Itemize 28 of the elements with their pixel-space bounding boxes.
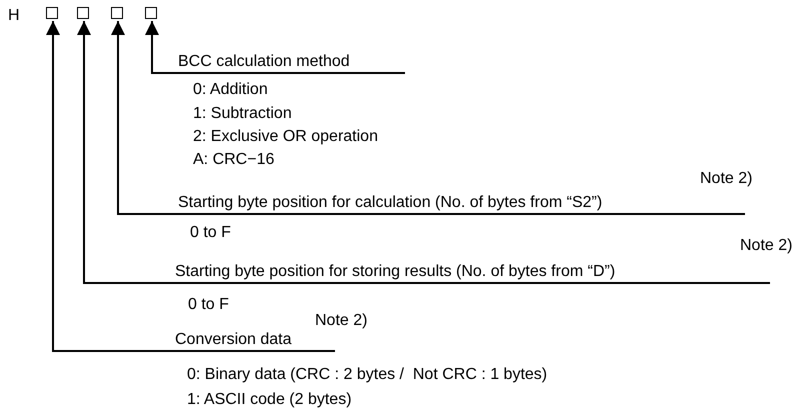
- digit-box: [46, 7, 58, 19]
- leader-arrow: [46, 21, 60, 351]
- note-reference: Note 2): [740, 237, 792, 255]
- digit-box: [77, 7, 89, 19]
- value-description: 0: Addition: [193, 81, 268, 99]
- value-description: 0 to F: [190, 224, 231, 242]
- leader-arrow: [145, 21, 159, 73]
- underlined-heading: [117, 195, 745, 215]
- leader-arrow: [77, 21, 91, 283]
- field-heading: Starting byte position for storing results (No. of bytes from “D”): [175, 263, 616, 281]
- value-description: 1: Subtraction: [193, 105, 292, 123]
- value-description: A: CRC−16: [193, 151, 274, 169]
- underlined-heading: [151, 54, 405, 74]
- value-description: 1: ASCII code (2 bytes): [187, 391, 352, 409]
- value-description: 0 to F: [188, 296, 229, 314]
- value-description: 2: Exclusive OR operation: [193, 128, 378, 146]
- note-reference: Note 2): [315, 312, 368, 330]
- digit-box: [145, 7, 157, 19]
- value-description: 0: Binary data (CRC : 2 bytes / Not CRC : 1 bytes): [187, 366, 548, 384]
- field-heading: Conversion data: [175, 331, 292, 349]
- leader-arrow: [111, 21, 125, 214]
- digit-box: [111, 7, 123, 19]
- underlined-heading: [52, 332, 335, 352]
- prefix-letter: H: [8, 7, 20, 25]
- field-heading: Starting byte position for calculation (No. of bytes from “S2”): [178, 194, 602, 212]
- underlined-heading: [83, 264, 770, 284]
- field-heading: BCC calculation method: [178, 53, 350, 71]
- note-reference: Note 2): [700, 170, 752, 188]
